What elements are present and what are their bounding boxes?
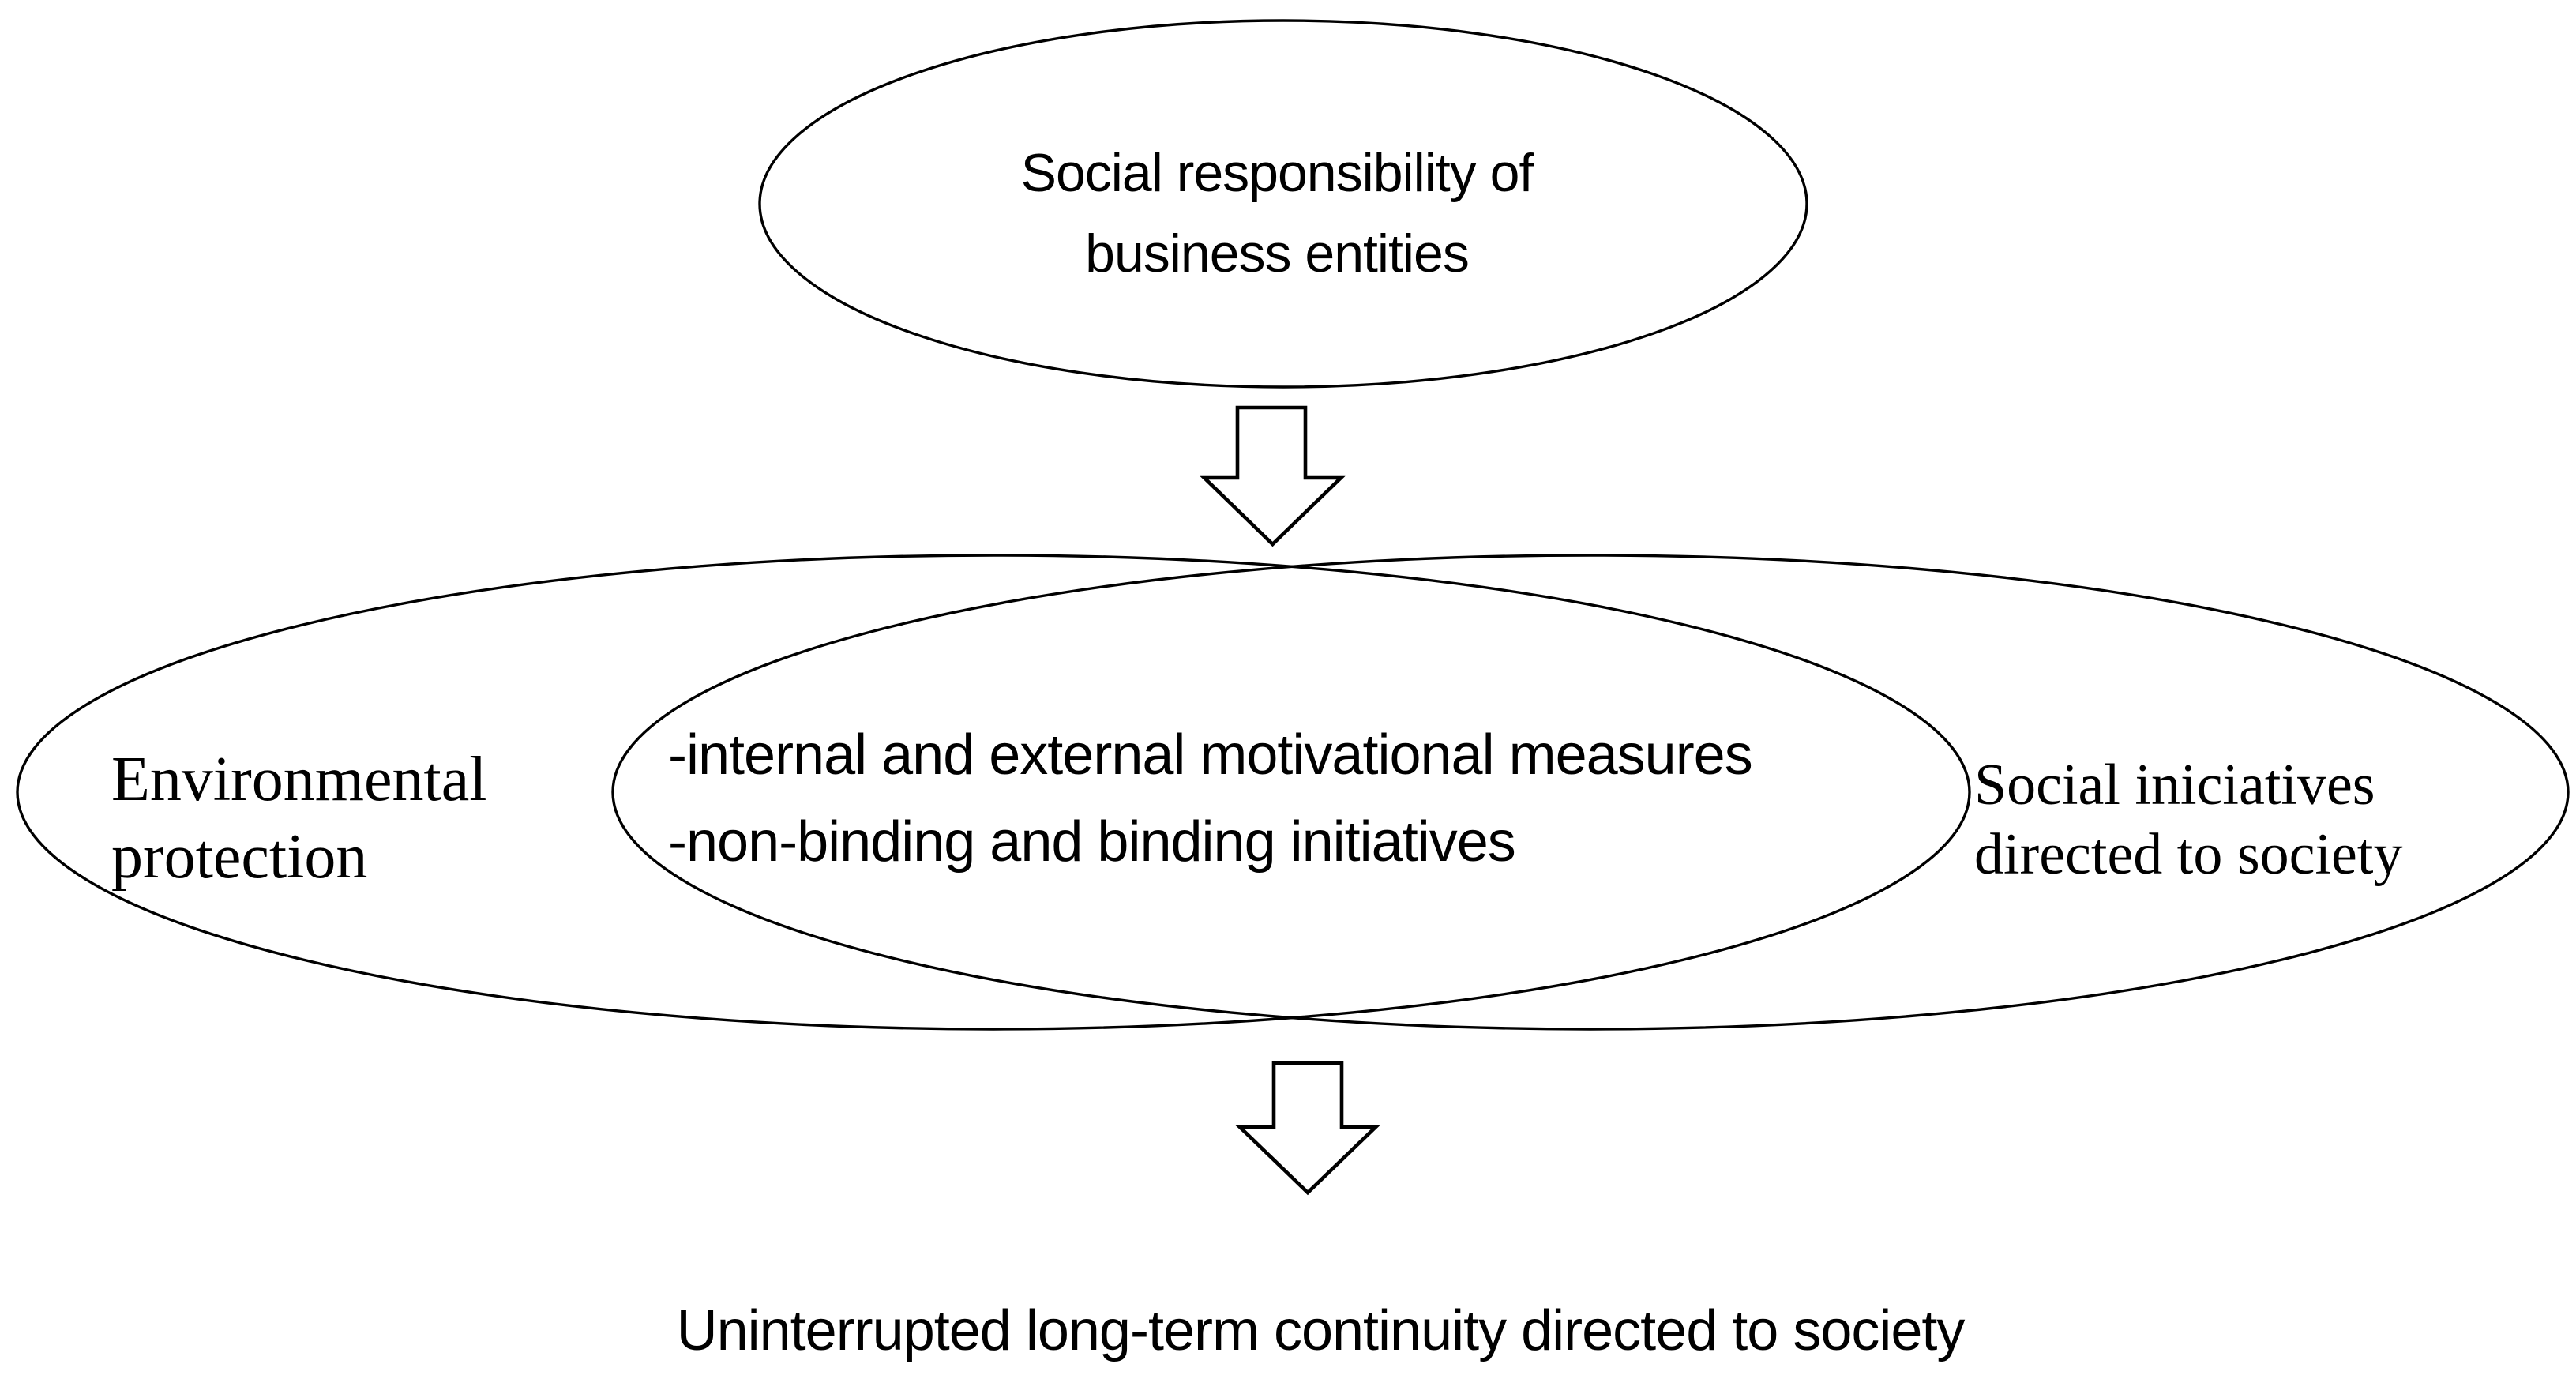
top-ellipse-label: Social responsibility of business entiti… [882,133,1672,294]
overlap-label-line2: -non-binding and binding initiatives [668,810,1516,874]
overlap-label: -internal and external motivational meas… [668,712,1753,885]
left-ellipse-label: Environmental protection [111,741,486,896]
top-ellipse-label-line1: Social responsibility of [1020,143,1534,203]
left-ellipse-label-line2: protection [111,822,368,892]
top-ellipse-label-line2: business entities [1085,224,1470,284]
overlap-label-line1: -internal and external motivational meas… [668,723,1753,787]
venn-left-ellipse-outline [16,554,1971,1031]
right-ellipse-label: Social iniciatives directed to society [1974,750,2402,889]
footer-text: Uninterrupted long-term continuity direc… [676,1299,1966,1362]
right-ellipse-label-line2: directed to society [1974,822,2403,887]
venn-right-ellipse-outline [611,554,2570,1031]
top-ellipse-outline [758,19,1808,389]
down-block-arrow-icon [1200,405,1346,547]
down-block-arrow-icon [1235,1061,1380,1196]
left-ellipse-label-line1: Environmental [111,745,487,814]
right-ellipse-label-line1: Social iniciatives [1974,753,2375,817]
